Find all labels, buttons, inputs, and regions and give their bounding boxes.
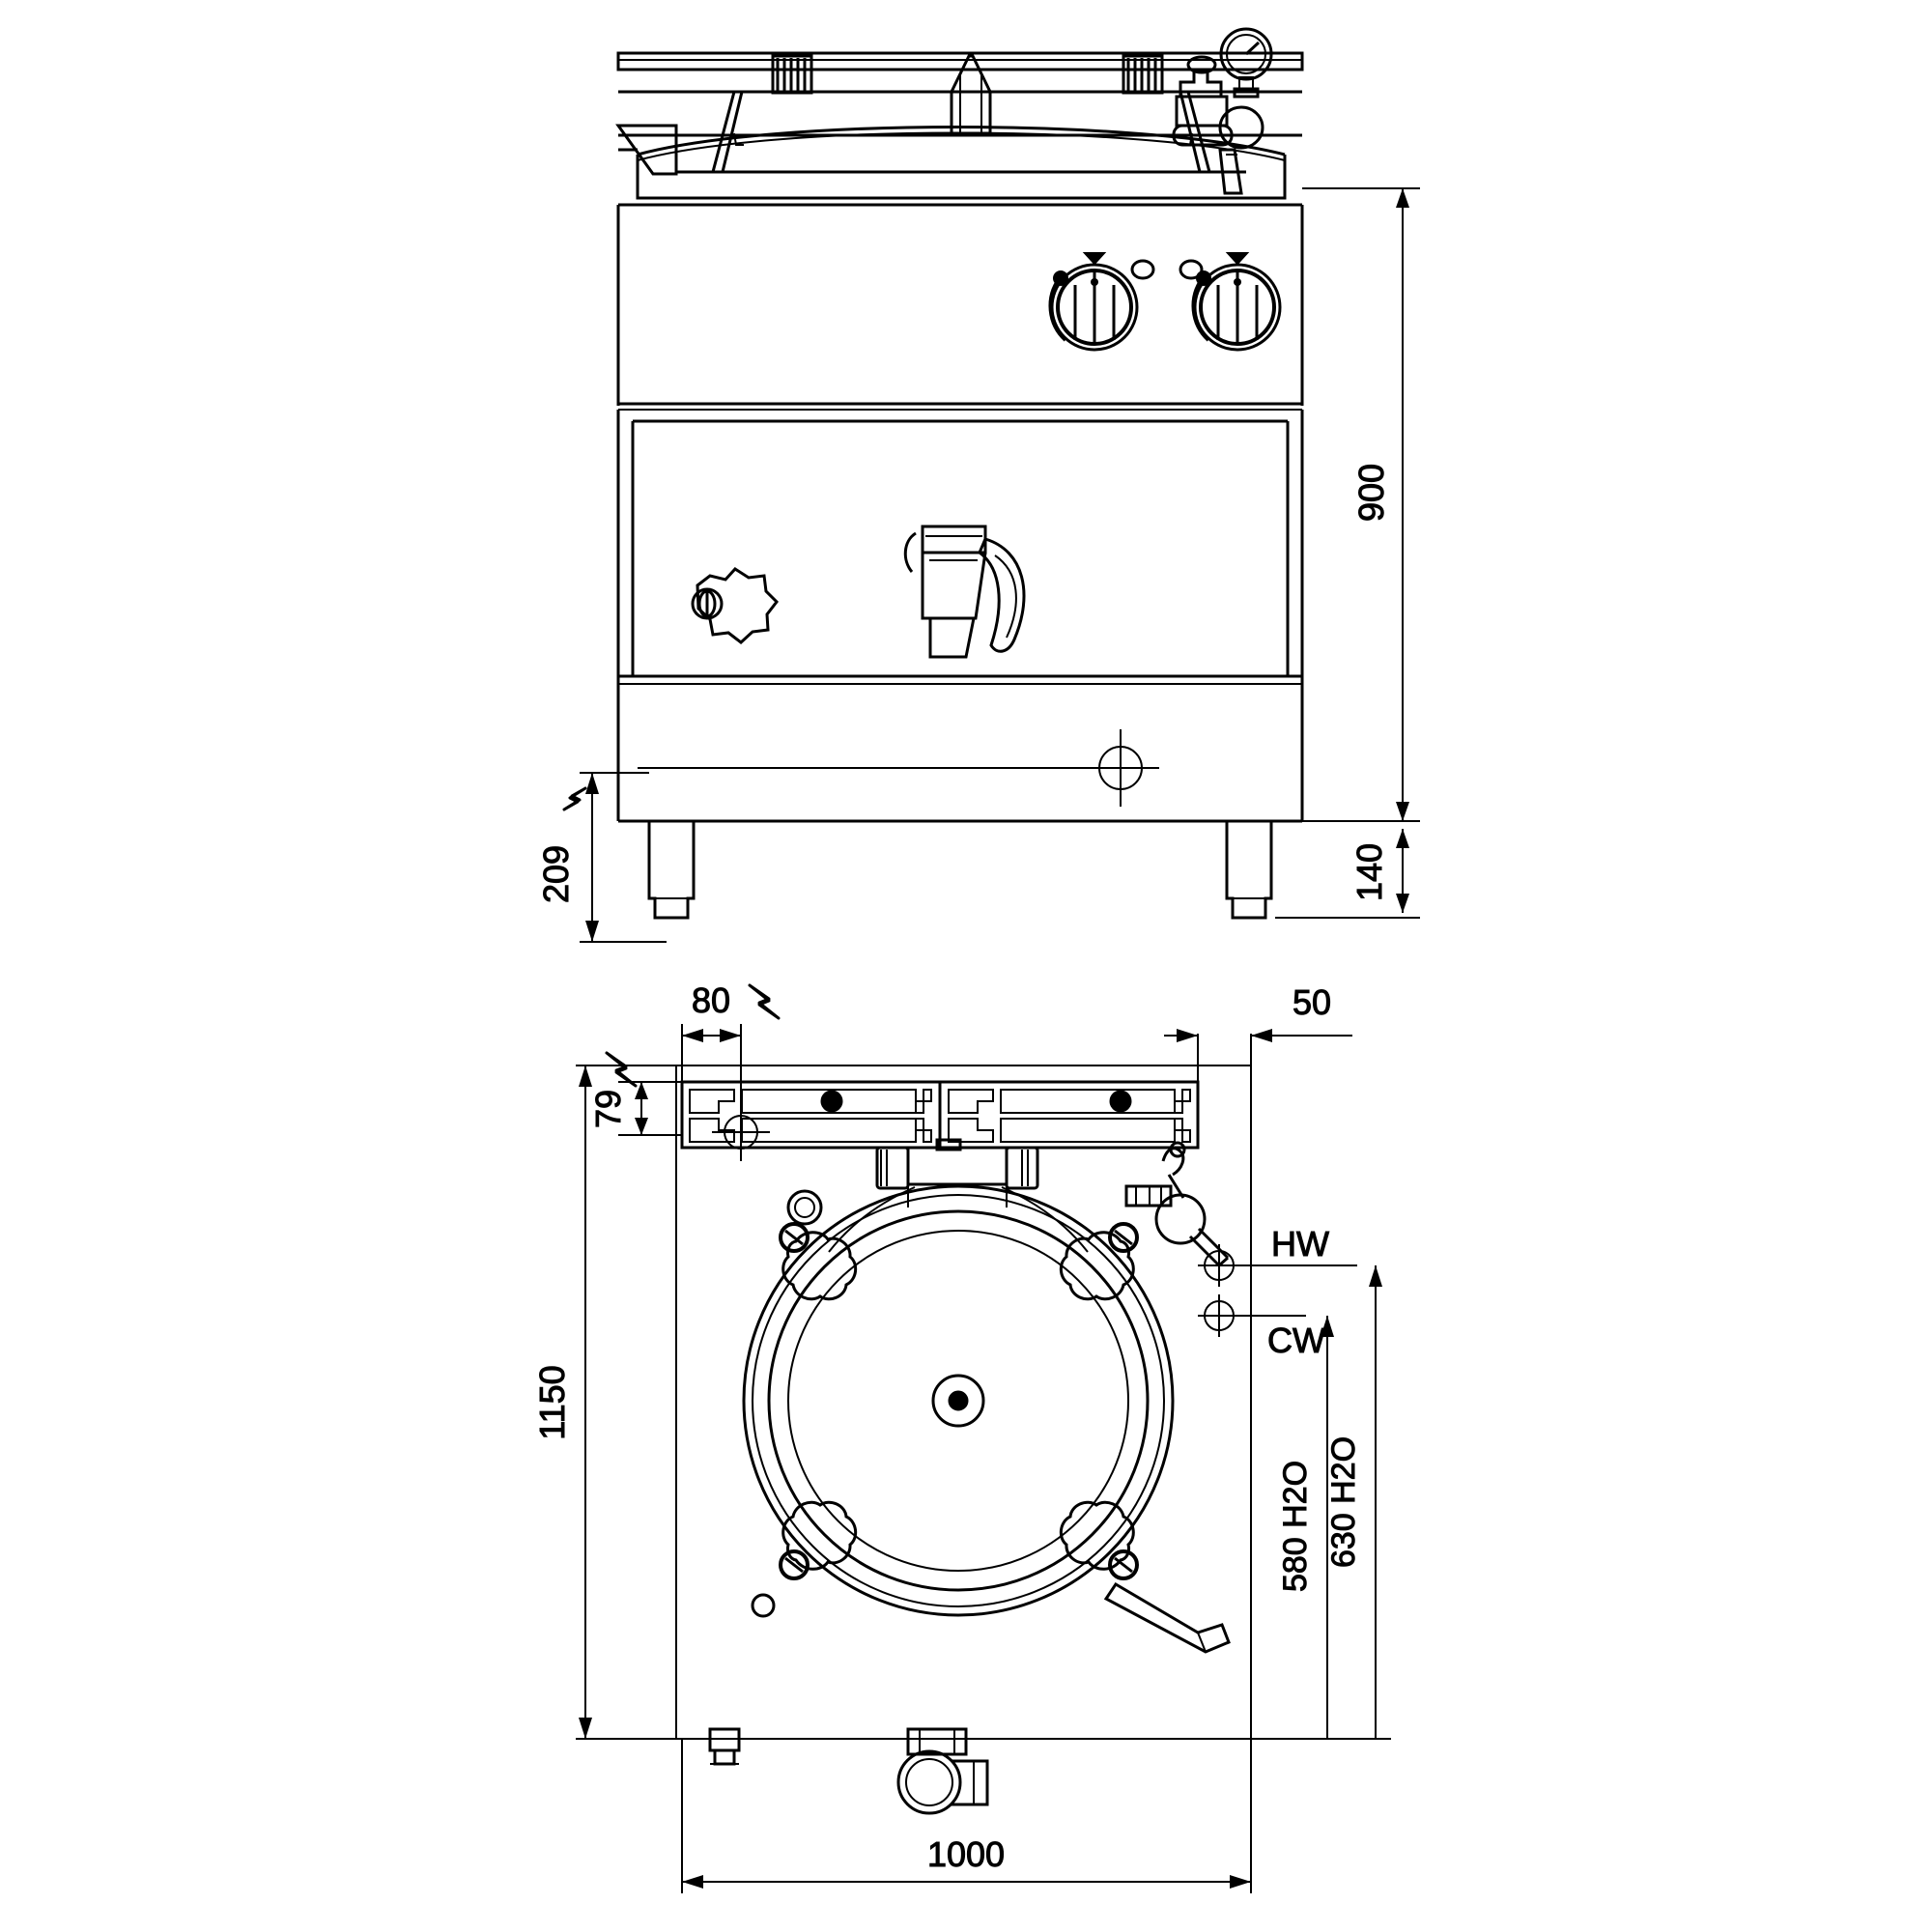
dimension-79-label: 79 [588,1090,628,1128]
clamp-knob-bottom-left[interactable] [779,1500,858,1580]
cabinet-body [616,410,1304,823]
dimension-630-h2o [1369,1265,1382,1739]
clamp-knob-top-left[interactable] [779,1222,858,1301]
drain-tap-handle[interactable] [903,525,1026,659]
kettle-rim-mid [752,1194,1165,1607]
leg-left [647,821,696,920]
safety-valve-front [1172,55,1264,195]
front-elevation-view: 900 140 209 [536,27,1420,943]
dimension-1000-label: 1000 [927,1834,1005,1874]
lid-hinge-bar [875,1138,1039,1208]
pressure-gauge [1219,27,1273,99]
lid-skirt-right [1001,1186,1089,1253]
star-knob[interactable] [691,567,779,644]
clamp-knob-top-right[interactable] [1059,1222,1139,1301]
kettle-rim-outer [742,1184,1175,1617]
top-plan-view: 80 79 50 HW [532,980,1391,1893]
dimension-1150-label: 1150 [532,1365,572,1439]
dimension-209 [580,772,667,943]
dimension-1000 [681,1739,1252,1893]
lightning-icon-80 [748,983,781,1020]
dimension-900-label: 900 [1351,464,1391,522]
fitting-ring-left [786,1189,823,1226]
dimension-50-label: 50 [1293,982,1331,1022]
dimension-580-h2o [1251,1316,1391,1740]
kettle-rim-inner [767,1209,1150,1592]
lid-skirt-left [828,1186,916,1253]
kettle-bowl [787,1230,1129,1572]
dimension-50 [1164,1029,1352,1140]
center-mark-front [638,729,1159,807]
safety-valve-plan[interactable] [1124,1141,1230,1267]
leg-right [1225,821,1273,920]
drain-outlet [1103,1581,1231,1654]
dimension-140 [1275,820,1420,919]
dimension-1150 [576,1065,676,1740]
hw-label: HW [1271,1224,1329,1264]
clamp-knob-bottom-right[interactable] [1059,1500,1139,1580]
dimension-140-label: 140 [1350,843,1389,901]
control-knob-left[interactable] [1048,252,1139,352]
lid-assembly [615,51,1304,200]
dimension-209-label: 209 [536,845,576,903]
control-panel [616,203,1304,411]
front-tap[interactable] [896,1727,989,1815]
dimension-580-h2o-label: 580 H2O [1277,1461,1314,1592]
cw-label: CW [1267,1321,1325,1360]
foot-front-left [708,1727,741,1766]
fitting-hole-lower-left [751,1593,776,1618]
center-boss [931,1374,985,1428]
dimension-80-label: 80 [692,980,730,1020]
dimension-80 [681,1024,742,1140]
lightning-icon-209 [562,786,587,811]
indicator-lamp-2 [1179,259,1204,280]
indicator-lamp-1 [1130,259,1155,280]
dimension-630-h2o-label: 630 H2O [1325,1436,1362,1568]
